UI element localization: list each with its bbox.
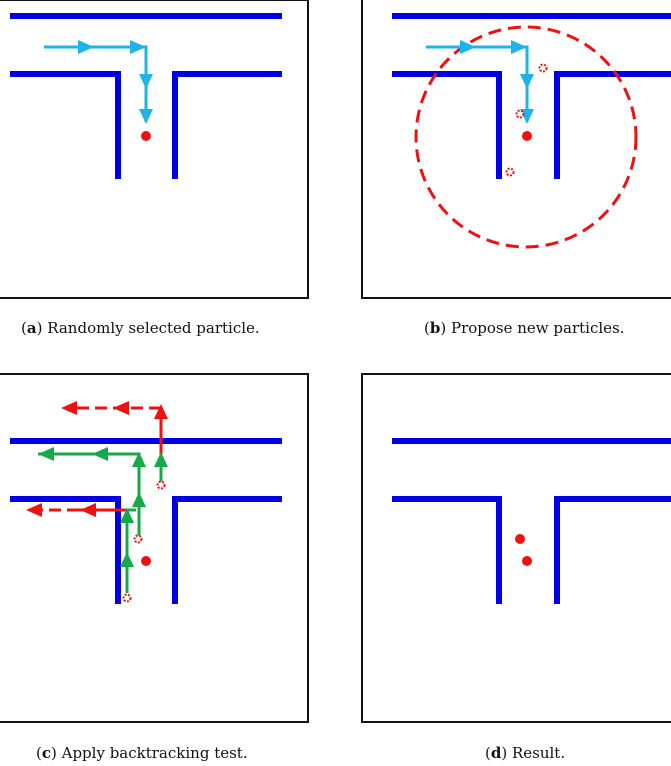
panel-d: (d) Result.	[361, 373, 671, 766]
blue-arrow-path	[44, 45, 148, 122]
frame	[0, 373, 309, 723]
panel-d-figure	[361, 373, 671, 723]
caption-a: (a) Randomly selected particle.	[21, 319, 260, 337]
wall-left	[392, 496, 502, 604]
arrowhead	[511, 40, 527, 54]
arrowhead	[78, 40, 94, 54]
wall-right	[554, 496, 671, 604]
particle	[522, 131, 532, 141]
panel-c: (c) Apply backtracking test.	[0, 373, 320, 766]
panel-a-figure	[0, 0, 309, 299]
panel-a: (a) Randomly selected particle.	[0, 0, 320, 337]
panel-b-figure	[361, 0, 671, 299]
proposed-particle	[515, 109, 525, 119]
arrowhead	[520, 74, 534, 89]
arrowhead	[520, 109, 534, 124]
panel-c-figure	[0, 373, 309, 723]
particle	[522, 556, 532, 566]
arrowhead	[139, 109, 153, 124]
caption-d: (d) Result.	[485, 744, 566, 762]
proposed-particle	[538, 63, 548, 73]
particle	[141, 556, 151, 566]
arrowhead	[132, 492, 146, 507]
arrowhead	[139, 74, 153, 89]
caption-c: (c) Apply backtracking test.	[36, 744, 248, 762]
blue-arrow-path	[426, 45, 529, 122]
wall-left	[10, 71, 121, 179]
frame	[361, 373, 671, 723]
arrowhead	[460, 40, 476, 54]
red-backtrack-upper	[66, 406, 163, 482]
frame	[361, 0, 671, 299]
arrowhead	[38, 447, 54, 461]
arrowhead	[132, 452, 146, 467]
proposed-particle	[133, 534, 143, 544]
arrowhead	[120, 508, 134, 523]
proposed-particle	[122, 593, 132, 603]
arrowhead	[113, 401, 129, 415]
panel-b: (b) Propose new particles.	[361, 0, 671, 337]
proposed-particle	[156, 480, 166, 490]
arrowhead	[92, 447, 108, 461]
arrowhead	[80, 503, 96, 517]
frame	[0, 0, 309, 299]
arrowhead	[120, 552, 134, 567]
arrowhead	[130, 40, 146, 54]
arrowhead	[61, 401, 77, 415]
wall-left	[10, 496, 121, 604]
particle	[515, 534, 525, 544]
caption-b: (b) Propose new particles.	[424, 319, 625, 337]
proposed-particle	[505, 167, 515, 177]
arrowhead	[154, 404, 168, 419]
wall-right	[172, 71, 282, 179]
wall-left	[392, 71, 502, 179]
arrowhead	[154, 452, 168, 467]
arrowhead	[26, 503, 42, 517]
proposal-radius	[414, 25, 638, 249]
particle	[141, 131, 151, 141]
wall-right	[554, 71, 671, 179]
wall-right	[172, 496, 282, 604]
